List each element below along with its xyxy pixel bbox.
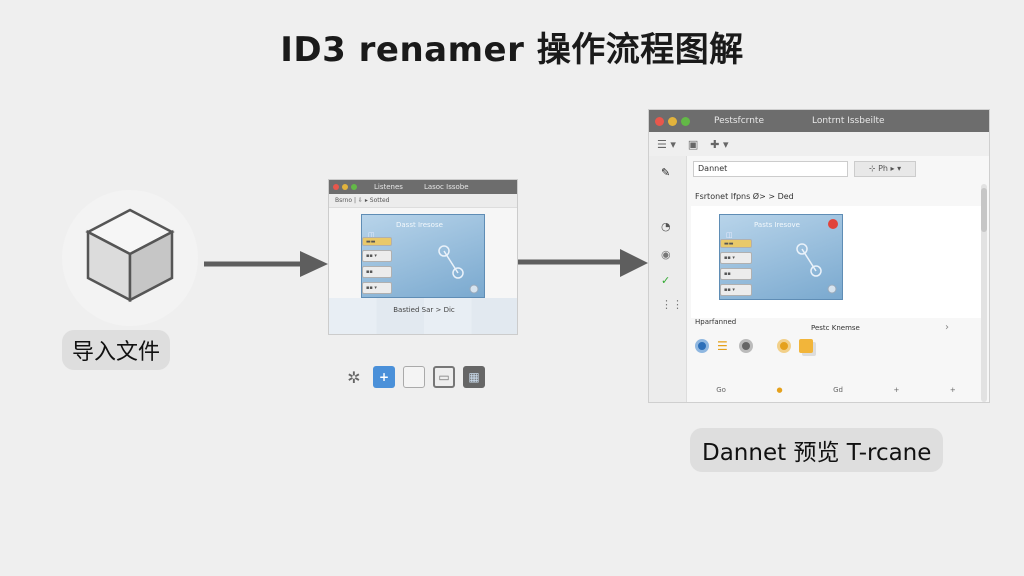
breadcrumb: Fsrtonet Ifpns Ø> > Ded <box>695 192 794 201</box>
track-lanes <box>329 298 517 334</box>
field-item[interactable]: ▬▬ <box>720 239 752 248</box>
minimize-dot-icon[interactable] <box>668 116 677 126</box>
gear-icon[interactable]: ✲ <box>347 367 361 387</box>
play-icon[interactable] <box>695 339 709 353</box>
window-toolbar: ☰ ▾ ▣ ✚ ▾ <box>649 132 989 156</box>
chevron-right-icon[interactable]: › <box>945 322 949 333</box>
window-title: Pestsfcrnte <box>714 116 764 126</box>
flow-arrow-2 <box>518 249 648 277</box>
card-title: Pasts Iresove <box>754 221 800 229</box>
field-item[interactable]: ▪▪ ▾ <box>362 250 392 262</box>
grid-icon[interactable]: ▦ <box>463 366 485 388</box>
window-titlebar: Pestsfcrnte Lontrnt Issbeilte <box>649 110 989 132</box>
field-item[interactable]: ▪▪ ▾ <box>720 252 752 264</box>
tag-editor-card: Dasst Iresose ◫ ▬▬ ▪▪ ▾ ▪▪ ▪▪ ▾ <box>361 214 485 298</box>
field-item[interactable]: ▪▪ ▾ <box>720 284 752 296</box>
folder-icon[interactable] <box>799 339 813 353</box>
import-files-node <box>62 190 198 326</box>
window-footer: Bastied Sar > Dic <box>393 306 455 314</box>
bottom-item[interactable]: Go <box>716 386 726 394</box>
field-list: ▬▬ ▪▪ ▾ ▪▪ ▪▪ ▾ <box>362 237 392 294</box>
left-rail: ✎ ◔ ◉ ✓ ⋮⋮ <box>649 156 687 402</box>
coin-icon[interactable] <box>777 339 791 353</box>
flow-arrow-1 <box>204 251 328 277</box>
field-item[interactable]: ▬▬ <box>362 237 392 246</box>
card-title: Dasst Iresose <box>396 221 443 229</box>
card-pin-icon: ◫ <box>726 231 733 239</box>
scrollbar-thumb[interactable] <box>981 188 987 232</box>
page-title: ID3 renamer 操作流程图解 <box>280 30 744 70</box>
bottom-item[interactable]: Gd <box>833 386 843 394</box>
minimize-dot-icon[interactable] <box>342 184 348 190</box>
cube-icon <box>85 208 175 303</box>
maximize-dot-icon[interactable] <box>351 184 357 190</box>
close-dot-icon[interactable] <box>333 184 339 190</box>
section-label-left: Hparfanned <box>695 318 737 326</box>
flow-node-icon <box>438 245 479 294</box>
edit-icon[interactable]: ✎ <box>661 166 671 179</box>
tool-row: ✲ + ▭ ▦ <box>343 366 485 388</box>
window-toolbar[interactable]: Bsrno | ⇩ ▸ Sotted <box>329 194 517 208</box>
section-label-right: Pestc Knemse <box>811 324 860 332</box>
tag-icon[interactable]: ✓ <box>661 274 671 287</box>
window-titlebar: Listenes Lasoc Issobe <box>329 180 517 194</box>
step-label-import: 导入文件 <box>62 330 171 370</box>
disc-icon[interactable]: ◉ <box>661 248 671 261</box>
blank-icon[interactable] <box>403 366 425 388</box>
status-icons: ☰ <box>695 339 813 353</box>
field-item[interactable]: ▪▪ <box>720 268 752 280</box>
monitor-icon[interactable]: ▭ <box>433 366 455 388</box>
rename-window-preview: Listenes Lasoc Issobe Bsrno | ⇩ ▸ Sotted… <box>328 179 518 335</box>
list-icon[interactable]: ☰ <box>717 339 728 353</box>
field-item[interactable]: ▪▪ <box>362 266 392 278</box>
search-input[interactable]: Dannet <box>693 161 848 177</box>
bottom-item[interactable]: + <box>949 386 956 394</box>
scrollbar[interactable] <box>981 184 987 402</box>
field-item[interactable]: ▪▪ ▾ <box>362 282 392 294</box>
flow-node-icon <box>796 243 837 294</box>
bottom-bar: Go ● Gd + + <box>691 386 981 394</box>
search-tools[interactable]: ⊹ Ph ▸ ▾ <box>854 161 916 177</box>
window-title: Listenes <box>374 183 403 191</box>
close-dot-icon[interactable] <box>655 116 664 126</box>
step-label-preview: Dannet 预览 T-rcane <box>690 428 944 472</box>
preview-window: Pestsfcrnte Lontrnt Issbeilte ☰ ▾ ▣ ✚ ▾ … <box>648 109 990 403</box>
add-icon[interactable]: ✚ ▾ <box>710 137 729 151</box>
menu-icon[interactable]: ☰ ▾ <box>657 137 676 151</box>
plus-icon[interactable]: + <box>373 366 395 388</box>
calendar-icon[interactable]: ▣ <box>687 137 699 151</box>
bottom-item[interactable]: ● <box>776 386 783 394</box>
card-pin-icon: ◫ <box>368 231 375 239</box>
search-icon[interactable]: ◔ <box>661 220 671 233</box>
preview-card: Pasts Iresove ◫ ▬▬ ▪▪ ▾ ▪▪ ▪▪ ▾ <box>719 214 843 300</box>
field-list: ▬▬ ▪▪ ▾ ▪▪ ▪▪ ▾ <box>720 239 752 296</box>
window-subtitle: Lontrnt Issbeilte <box>811 116 885 126</box>
window-subtitle: Lasoc Issobe <box>423 183 469 191</box>
grid-icon[interactable]: ⋮⋮ <box>661 298 683 311</box>
alert-badge-icon <box>828 219 838 229</box>
bottom-item[interactable]: + <box>893 386 900 394</box>
record-icon[interactable] <box>739 339 753 353</box>
maximize-dot-icon[interactable] <box>681 116 690 126</box>
